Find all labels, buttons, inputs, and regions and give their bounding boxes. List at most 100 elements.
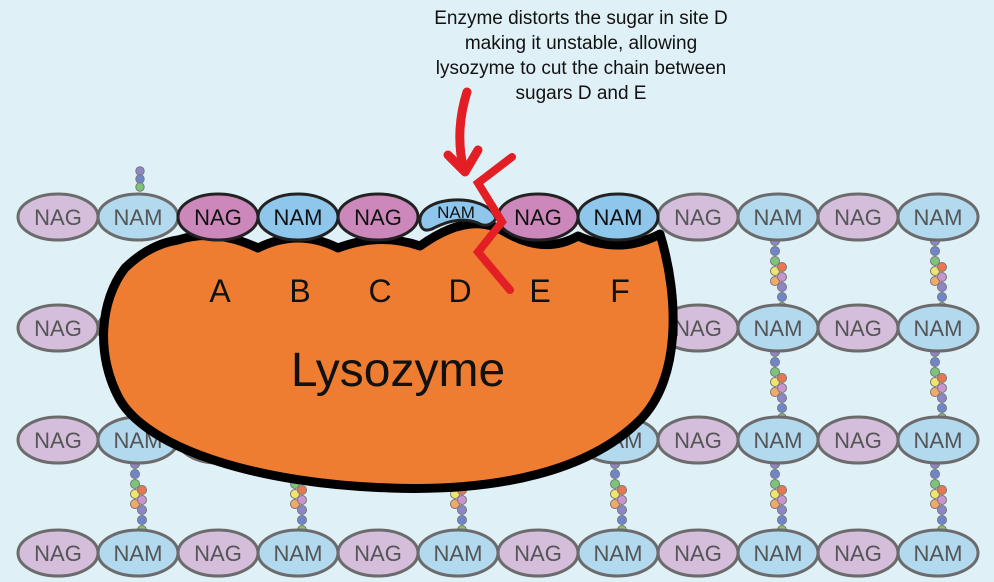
amino-acid-bead [617,505,627,515]
amino-acid-bead [937,505,947,515]
amino-acid-bead [930,469,940,479]
amino-acid-bead [297,505,307,515]
site-label-d: D [448,273,471,309]
amino-acid-bead [617,495,627,505]
sugar-label: NAG [674,205,722,230]
nag-sugar: NAG [16,528,100,578]
amino-acid-bead [930,246,940,256]
nag-sugar: NAG [816,192,900,242]
amino-acid-bead [610,479,620,489]
amino-acid-bead [297,485,307,495]
amino-acid-bead [937,373,947,383]
nam-sugar: NAM [736,303,820,353]
nam-sugar: NAM [416,528,500,578]
peptide-stub [135,166,145,192]
peptide-crosslink [130,459,147,535]
nam-sugar: NAM [96,192,180,242]
bound-sugar-e: NAG [496,192,580,242]
amino-acid-bead [930,357,940,367]
sugar-label: NAM [914,541,963,566]
annotation-line: making it unstable, allowing [464,33,698,54]
bound-sugar-c: NAG [336,192,420,242]
nam-sugar: NAM [896,303,980,353]
sugar-label: NAM [754,428,803,453]
sugar-label: NAM [914,316,963,341]
amino-acid-bead [770,469,780,479]
nam-sugar: NAM [96,528,180,578]
sugar-label: NAM [594,205,643,230]
amino-acid-bead [130,469,140,479]
amino-acid-bead [777,515,787,525]
amino-acid-bead [777,403,787,413]
amino-acid-bead [297,515,307,525]
annotation-line: Enzyme distorts the sugar in site D [434,8,728,29]
amino-acid-bead [770,357,780,367]
sugar-label: NAM [914,205,963,230]
sugar-label: NAM [754,316,803,341]
amino-acid-bead [777,485,787,495]
amino-acid-bead [777,505,787,515]
bound-sugar-a: NAG [176,192,260,242]
sugar-label: NAG [834,205,882,230]
amino-acid-bead [777,282,787,292]
sugar-label: NAG [34,205,82,230]
sugar-label: NAG [514,205,562,230]
amino-acid-bead [930,256,940,266]
amino-acid-bead [937,282,947,292]
nag-sugar: NAG [496,528,580,578]
sugar-label: NAM [114,205,163,230]
sugar-label: NAG [354,205,402,230]
nag-sugar: NAG [336,528,420,578]
amino-acid-bead [137,505,147,515]
amino-acid-bead [457,515,467,525]
sugar-label: NAG [194,541,242,566]
annotation-text: Enzyme distorts the sugar in site D maki… [400,6,762,106]
nam-sugar: NAM [256,528,340,578]
amino-acid-bead [457,495,467,505]
amino-acid-bead [770,367,780,377]
site-label-c: C [368,273,391,309]
amino-acid-bead [135,182,145,192]
nag-sugar: NAG [16,303,100,353]
amino-acid-bead [137,515,147,525]
amino-acid-bead [930,367,940,377]
nam-sugar: NAM [896,415,980,465]
nag-sugar: NAG [176,528,260,578]
amino-acid-bead [777,495,787,505]
sugar-label: NAM [437,203,475,222]
site-label-b: B [289,273,310,309]
nam-sugar: NAM [896,192,980,242]
amino-acid-bead [937,403,947,413]
amino-acid-bead [135,174,145,184]
sugar-label: NAM [914,428,963,453]
amino-acid-bead [617,485,627,495]
amino-acid-bead [937,292,947,302]
bound-sugar-d: NAM [418,198,498,232]
nag-sugar: NAG [16,415,100,465]
nag-sugar: NAG [656,415,740,465]
amino-acid-bead [610,469,620,479]
sugar-label: NAG [834,316,882,341]
peptide-crosslink [930,347,947,423]
amino-acid-bead [937,383,947,393]
nag-sugar: NAG [16,192,100,242]
amino-acid-bead [137,495,147,505]
amino-acid-bead [937,393,947,403]
amino-acid-bead [937,272,947,282]
amino-acid-bead [137,485,147,495]
nam-sugar: NAM [576,528,660,578]
sugar-label: NAM [114,541,163,566]
sugar-label: NAG [834,428,882,453]
amino-acid-bead [770,479,780,489]
sugar-label: NAG [354,541,402,566]
annotation-line: sugars D and E [515,83,647,104]
amino-acid-bead [937,485,947,495]
bound-chain: NAG NAM NAG NAM NAG NAM [176,192,660,242]
amino-acid-bead [770,256,780,266]
peptide-crosslink [770,236,787,312]
nam-sugar: NAM [736,415,820,465]
sugar-label: NAM [274,205,323,230]
sugar-label: NAM [274,541,323,566]
sugar-label: NAG [674,316,722,341]
